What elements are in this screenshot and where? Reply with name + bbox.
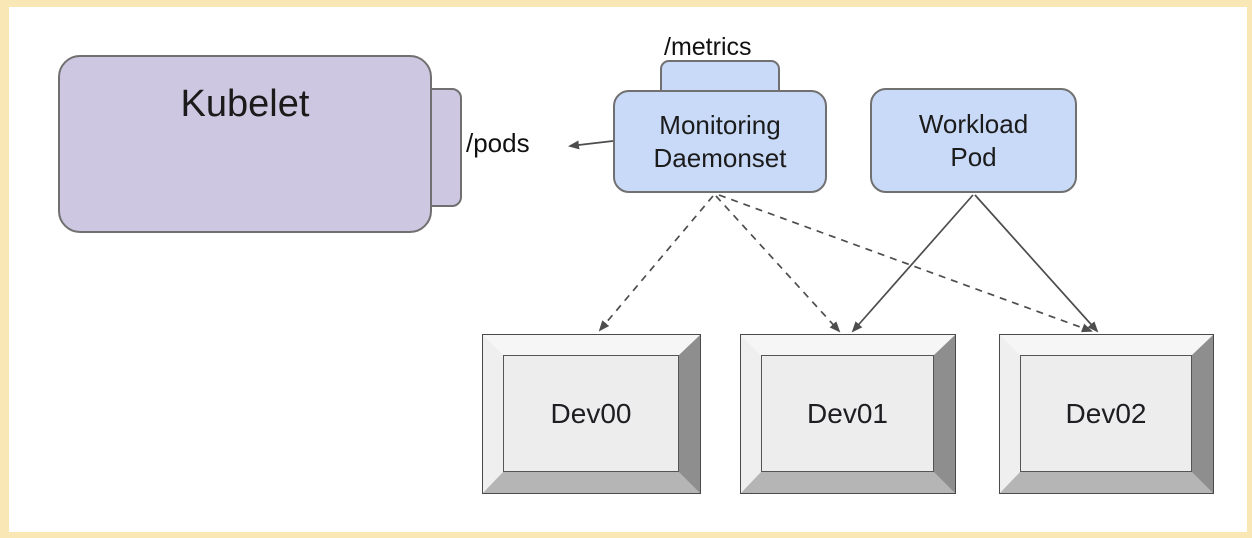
dev01-label: Dev01 — [807, 397, 888, 429]
device-node-dev01: Dev01 — [740, 334, 956, 494]
pods-endpoint-label: /pods — [466, 128, 530, 158]
workload-pod-node: Workload Pod — [870, 88, 1077, 193]
edge-daemonset-to-dev01 — [715, 195, 841, 333]
kubelet-node: Kubelet — [58, 55, 432, 233]
kubelet-label: Kubelet — [180, 83, 310, 125]
workload-pod-label: Workload Pod — [918, 108, 1029, 172]
edge-workload-to-dev01 — [851, 194, 974, 333]
metrics-endpoint-label: /metrics — [664, 33, 752, 61]
device-face-dev01: Dev01 — [761, 355, 934, 472]
device-node-dev00: Dev00 — [482, 334, 701, 494]
monitoring-daemonset-label: Monitoring Daemonset — [653, 109, 787, 173]
edge-workload-to-dev02 — [974, 194, 1099, 333]
edge-daemonset-to-dev00 — [598, 195, 714, 332]
device-node-dev02: Dev02 — [999, 334, 1214, 494]
edge-daemonset-to-kubelet-pods — [568, 140, 614, 150]
device-face-dev00: Dev00 — [503, 355, 679, 472]
dev00-label: Dev00 — [550, 397, 632, 429]
monitoring-daemonset-node: Monitoring Daemonset — [613, 90, 827, 193]
dev02-label: Dev02 — [1065, 397, 1147, 429]
device-face-dev02: Dev02 — [1020, 355, 1192, 472]
edge-daemonset-to-dev02 — [718, 194, 1093, 333]
